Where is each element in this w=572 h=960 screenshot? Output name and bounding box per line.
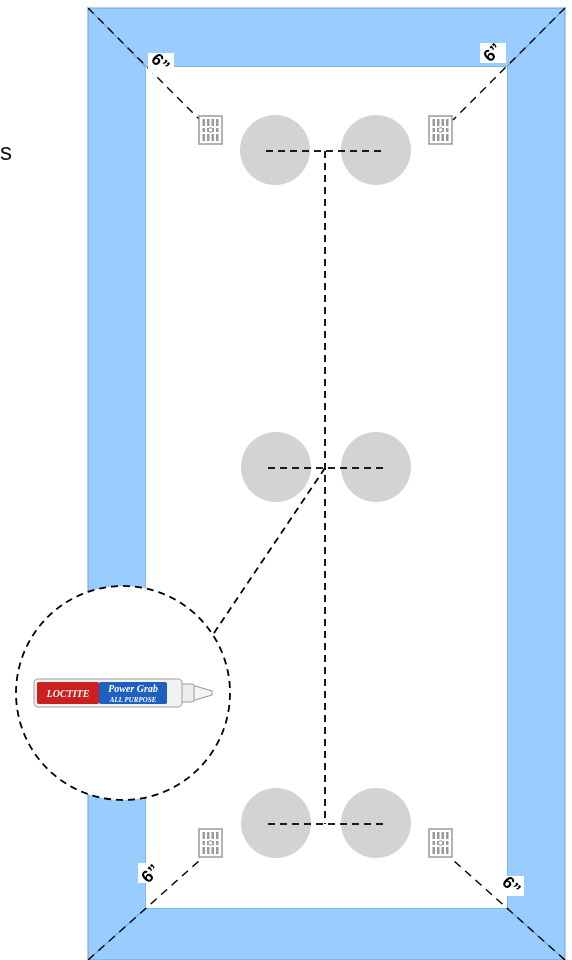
frame-left-bar (87, 6, 147, 960)
pad-top-left (240, 115, 310, 185)
mounting-pads (240, 115, 411, 858)
corner-measure-lines (87, 7, 566, 960)
callout-leader-line (211, 467, 326, 637)
adhesive-variant: ALL PURPOSE (109, 696, 157, 704)
pad-top-right (341, 115, 411, 185)
measure-line-top-right (452, 7, 566, 121)
measure-line-bottom-left (87, 859, 201, 960)
pad-middle-left (241, 432, 311, 502)
vent-bottom-left-icon (198, 828, 223, 858)
vent-bottom-right-icon (428, 828, 453, 858)
vent-top-right-icon (428, 115, 453, 145)
glue-lines (211, 150, 384, 825)
caulk-tube-icon: LOCTITE Power Grab ALL PURPOSE (33, 678, 213, 708)
frame (86, 6, 567, 960)
vent-top-left-icon (198, 115, 223, 145)
pad-bottom-right (341, 788, 411, 858)
adhesive-callout: LOCTITE Power Grab ALL PURPOSE (15, 585, 231, 801)
frame-bottom-bar (87, 907, 566, 960)
edge-text: s (0, 139, 12, 166)
adhesive-product: Power Grab (108, 684, 158, 695)
frame-right-bar (506, 6, 566, 960)
pad-middle-right (341, 432, 411, 502)
adhesive-brand: LOCTITE (46, 689, 90, 700)
measure-line-bottom-right (452, 859, 566, 960)
pad-bottom-left (241, 788, 311, 858)
frame-opening (146, 67, 507, 908)
measure-line-top-left (87, 7, 201, 121)
